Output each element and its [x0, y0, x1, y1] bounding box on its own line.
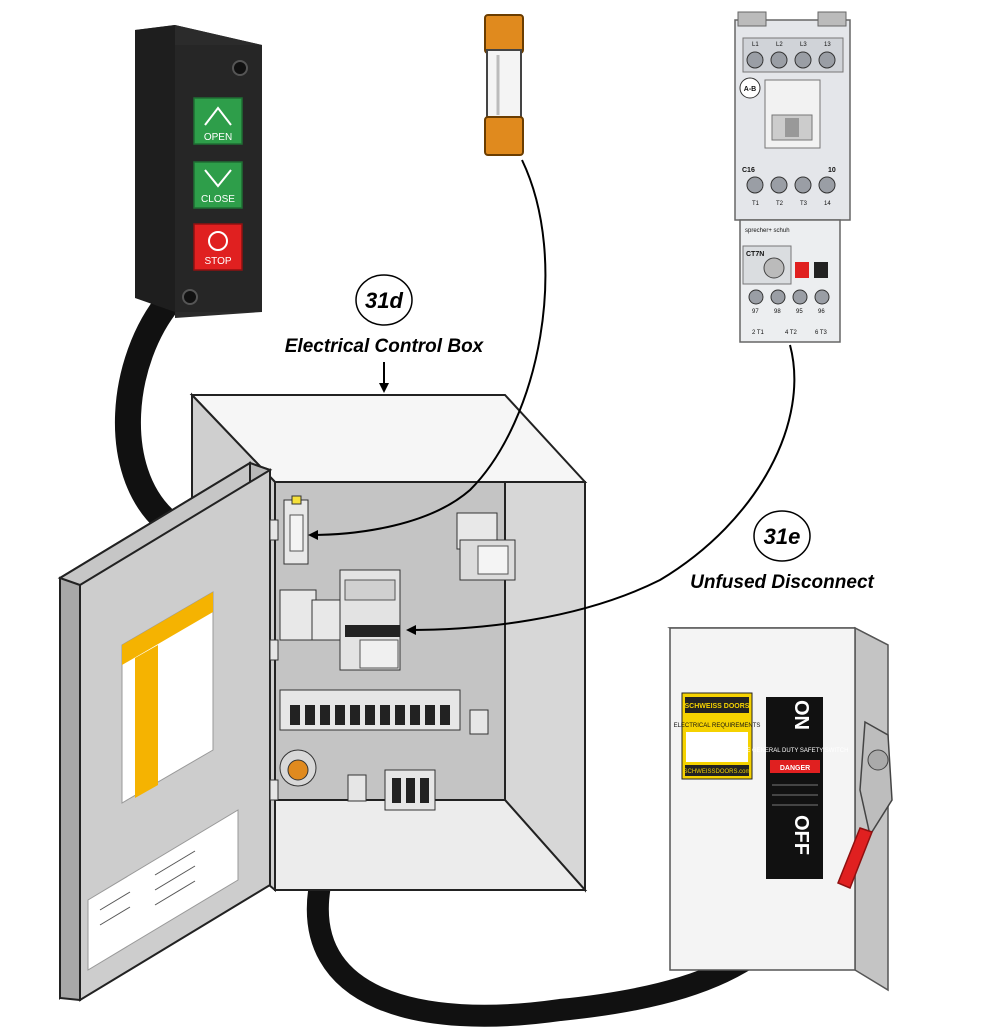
sticker-title: ELECTRICAL REQUIREMENTS: [674, 723, 761, 729]
transformer: [456, 512, 516, 581]
trip-indicator: [795, 262, 809, 278]
switch-title: GE GENERAL DUTY SAFETY SWITCH: [742, 748, 849, 754]
overload-model: CT7N: [746, 251, 764, 258]
fuse-holder: [283, 495, 309, 565]
load-terminal: 2 T1: [752, 330, 765, 336]
overload-brand: sprecher+ schuh: [745, 228, 790, 234]
control-box-door[interactable]: [57, 461, 279, 1002]
schweiss-sticker: SCHWEISS DOORS ELECTRICAL REQUIREMENTS S…: [674, 692, 761, 780]
control-box: [57, 392, 588, 1002]
chevron-down-icon: [204, 169, 232, 188]
schweiss-brand: SCHWEISS DOORS: [685, 703, 750, 710]
disconnect-switch: SCHWEISS DOORS ELECTRICAL REQUIREMENTS S…: [667, 626, 893, 992]
screw-icon: [232, 60, 248, 76]
fuse: [484, 14, 524, 156]
stop-circle-icon: [208, 231, 228, 251]
switch-label-plate: ON GE GENERAL DUTY SAFETY SWITCH DANGER …: [742, 697, 849, 879]
open-button[interactable]: OPEN: [193, 97, 243, 145]
contactor-model: C16: [742, 167, 755, 174]
dial-icon: [763, 257, 785, 279]
load-terminal: 4 T2: [785, 330, 798, 336]
terminal-label-top: L2: [776, 42, 783, 48]
overload-terminal: 95: [796, 309, 803, 315]
cables: [114, 287, 771, 1027]
terminal-label-bottom: T3: [800, 201, 808, 207]
callout-31e-label: Unfused Disconnect: [690, 572, 874, 593]
arrow-contactor-to-box: [406, 344, 796, 635]
close-button[interactable]: CLOSE: [193, 161, 243, 209]
off-label: OFF: [790, 815, 812, 855]
open-label: OPEN: [204, 132, 232, 143]
callout-31e: 31e Unfused Disconnect: [690, 510, 875, 593]
door-label: [87, 809, 239, 971]
overload-relay: sprecher+ schuh CT7N 97 98 95 96 2 T1 4 …: [739, 219, 841, 343]
contactor-in-box: [339, 569, 401, 671]
relay-blocks: [279, 589, 343, 641]
terminal-strip: [279, 689, 489, 735]
pushbutton-station: OPEN CLOSE STOP: [135, 25, 262, 318]
danger-label: DANGER: [780, 765, 810, 772]
terminal-label-top: L1: [752, 42, 759, 48]
load-terminal: 6 T3: [815, 330, 828, 336]
overload-terminal: 97: [752, 309, 759, 315]
wiring-diagram-header: [122, 592, 213, 665]
contactor-code: 10: [828, 167, 836, 174]
disconnect-handle[interactable]: [837, 720, 893, 889]
screw-icon: [182, 289, 198, 305]
callout-31e-number: 31e: [764, 524, 801, 549]
overload-terminal: 96: [818, 309, 825, 315]
contactor-brand: A-B: [744, 86, 756, 93]
ab-logo-icon: [739, 77, 761, 99]
contactor: L1 L2 L3 13 A-B C16 10 T1 T2 T3 14: [734, 11, 851, 221]
terminal-label-top: 13: [824, 42, 831, 48]
close-label: CLOSE: [201, 194, 235, 205]
schweiss-website: SCHWEISSDOORS.com: [683, 769, 750, 775]
lower-components: [279, 749, 436, 811]
terminal-label-bottom: T2: [776, 201, 784, 207]
callout-31d-number: 31d: [365, 288, 403, 313]
callout-31d-label: Electrical Control Box: [285, 336, 485, 357]
terminal-label-bottom: T1: [752, 201, 760, 207]
overload-terminal: 98: [774, 309, 781, 315]
terminal-label-bottom: 14: [824, 201, 831, 207]
callout-31d: 31d Electrical Control Box: [285, 274, 485, 393]
stop-button[interactable]: STOP: [193, 223, 243, 271]
chevron-up-icon: [204, 106, 232, 126]
reset-button[interactable]: [814, 262, 828, 278]
pushbutton-cable: [114, 287, 183, 533]
arrow-fuse-to-holder: [308, 159, 547, 540]
terminal-label-top: L3: [800, 42, 807, 48]
on-label: ON: [790, 700, 812, 730]
stop-label: STOP: [204, 256, 231, 267]
disconnect-cable: [307, 874, 771, 1027]
